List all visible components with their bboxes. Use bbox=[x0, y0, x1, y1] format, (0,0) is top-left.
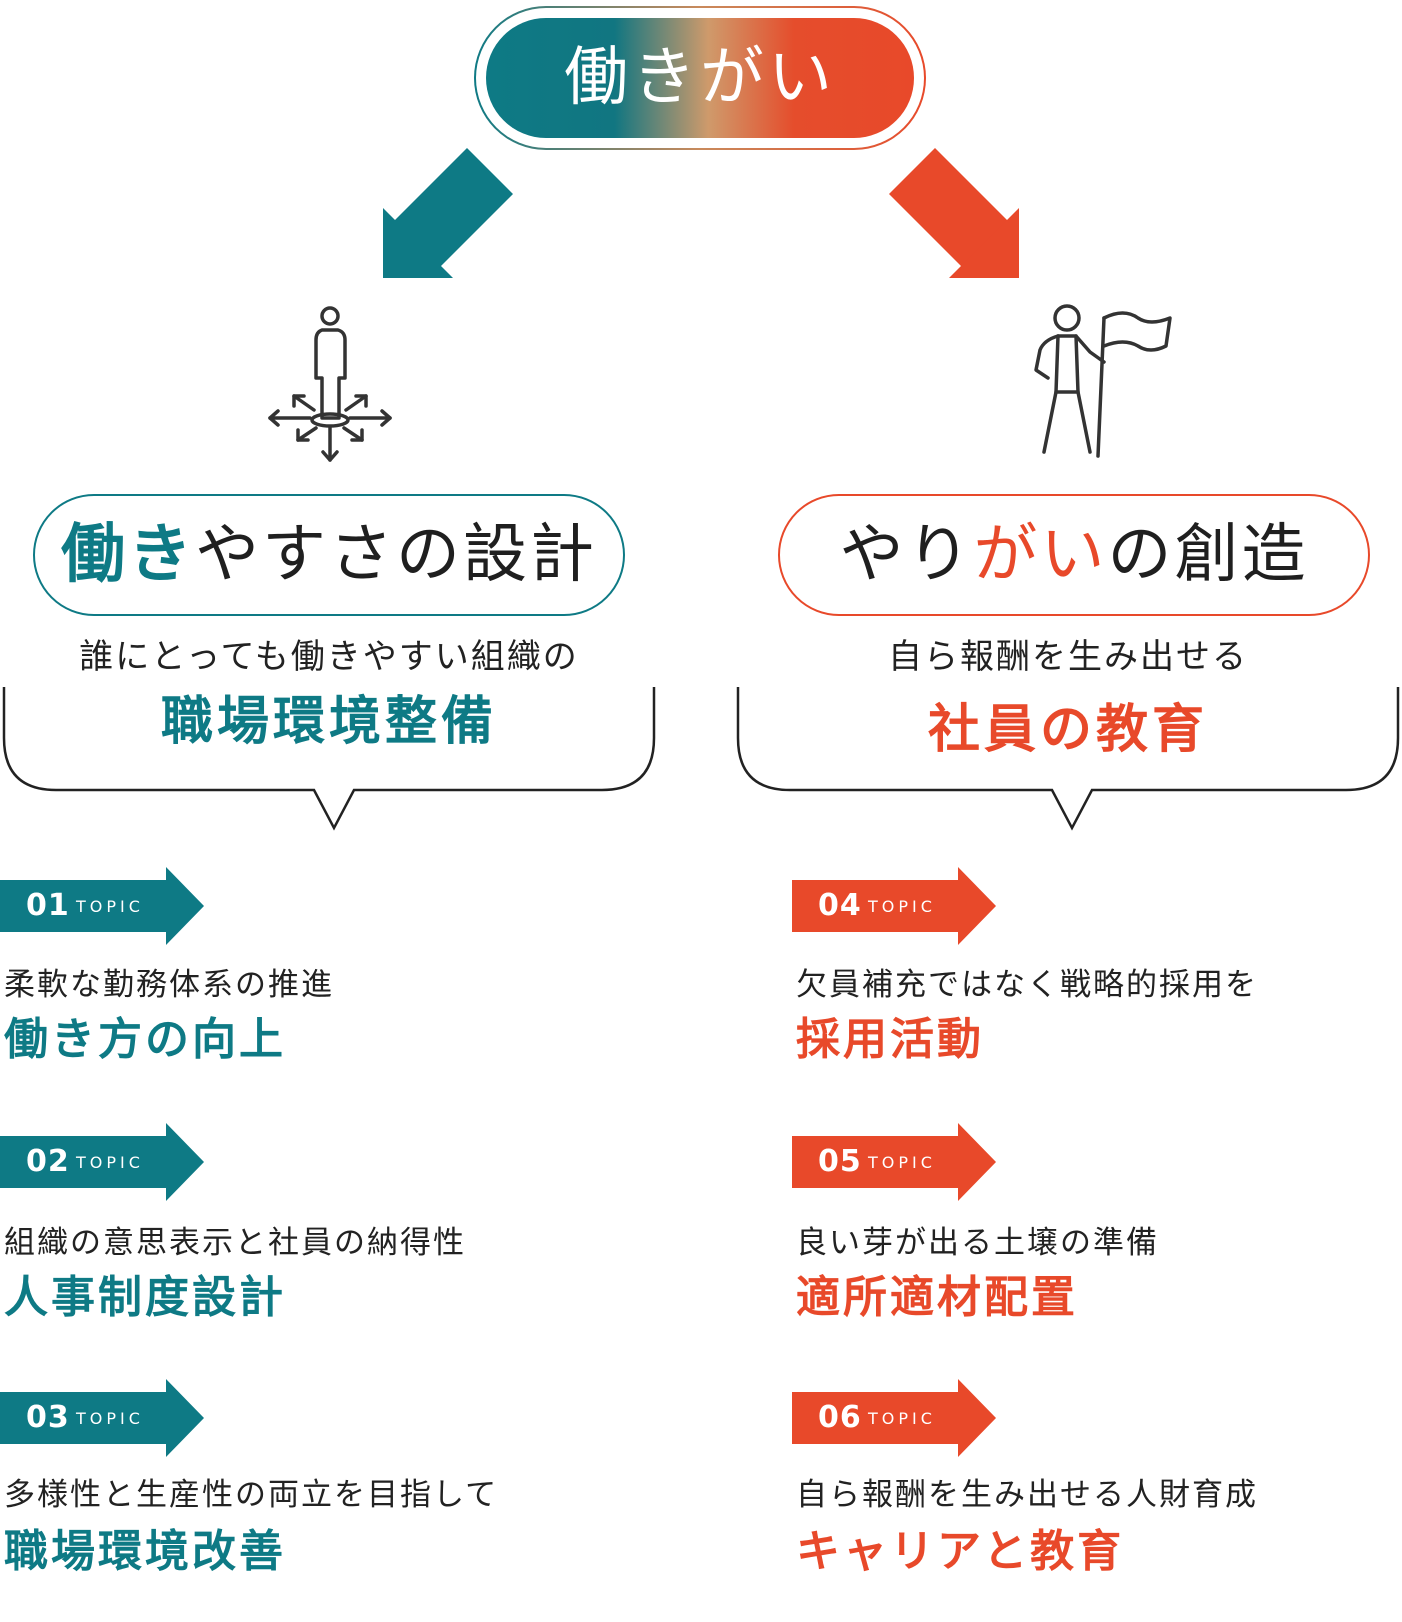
heading-right: やりがいの創造 bbox=[778, 494, 1370, 616]
heading-left: 働きやすさの設計 bbox=[33, 494, 625, 616]
topic-title: キャリアと教育 bbox=[796, 1526, 1125, 1577]
topic-description: 良い芽が出る土壌の準備 bbox=[796, 1225, 1159, 1261]
right-subtitle: 自ら報酬を生み出せる bbox=[888, 637, 1248, 677]
topic-number: 01 bbox=[26, 888, 70, 923]
topic-number: 02 bbox=[26, 1144, 70, 1179]
heading-left-accent: 働き bbox=[61, 518, 195, 592]
topic-title: 働き方の向上 bbox=[4, 1014, 286, 1065]
topic-description: 欠員補充ではなく戦略的採用を bbox=[796, 967, 1258, 1003]
topic-number: 06 bbox=[818, 1400, 862, 1435]
top-title: 働きがい bbox=[564, 41, 836, 115]
top-pill: 働きがい bbox=[474, 6, 926, 150]
topic-label: TOPIC bbox=[76, 897, 144, 916]
heading-left-rest: やすさの設計 bbox=[195, 518, 597, 592]
arrow-down-left bbox=[383, 148, 513, 278]
topic-badge-05 bbox=[792, 1123, 996, 1201]
topic-badge-01 bbox=[0, 867, 204, 945]
topic-description: 柔軟な勤務体系の推進 bbox=[4, 967, 334, 1003]
topic-number: 03 bbox=[26, 1400, 70, 1435]
arrow-down-right bbox=[889, 148, 1019, 278]
right-focus: 社員の教育 bbox=[927, 700, 1208, 760]
topic-badge-03 bbox=[0, 1379, 204, 1457]
topic-label: TOPIC bbox=[868, 897, 936, 916]
person-flag-icon bbox=[1034, 304, 1172, 458]
topic-badge-06 bbox=[792, 1379, 996, 1457]
topic-title: 職場環境改善 bbox=[4, 1526, 286, 1577]
top-pill-fill: 働きがい bbox=[486, 18, 914, 138]
heading-right-accent: がい bbox=[973, 518, 1108, 592]
topic-badge-04 bbox=[792, 867, 996, 945]
left-subtitle: 誰にとっても働きやすい組織の bbox=[79, 637, 579, 677]
topic-description: 自ら報酬を生み出せる人財育成 bbox=[796, 1477, 1258, 1513]
topic-number: 05 bbox=[818, 1144, 862, 1179]
topic-number: 04 bbox=[818, 888, 862, 923]
heading-right-rest: の創造 bbox=[1107, 518, 1309, 592]
topic-description: 多様性と生産性の両立を目指して bbox=[4, 1477, 499, 1513]
heading-right-pre: やり bbox=[839, 518, 974, 592]
callout-bubble-left bbox=[2, 687, 656, 831]
topic-badge-02 bbox=[0, 1123, 204, 1201]
topic-title: 人事制度設計 bbox=[4, 1272, 286, 1323]
topic-title: 採用活動 bbox=[796, 1014, 984, 1065]
topic-title: 適所適材配置 bbox=[796, 1272, 1078, 1323]
topic-label: TOPIC bbox=[76, 1153, 144, 1172]
topic-label: TOPIC bbox=[868, 1153, 936, 1172]
topic-label: TOPIC bbox=[76, 1409, 144, 1428]
callout-bubble-right bbox=[736, 687, 1400, 831]
topic-description: 組織の意思表示と社員の納得性 bbox=[4, 1225, 466, 1261]
left-focus: 職場環境整備 bbox=[160, 692, 497, 752]
topic-label: TOPIC bbox=[868, 1409, 936, 1428]
person-arrows-icon bbox=[268, 306, 392, 462]
